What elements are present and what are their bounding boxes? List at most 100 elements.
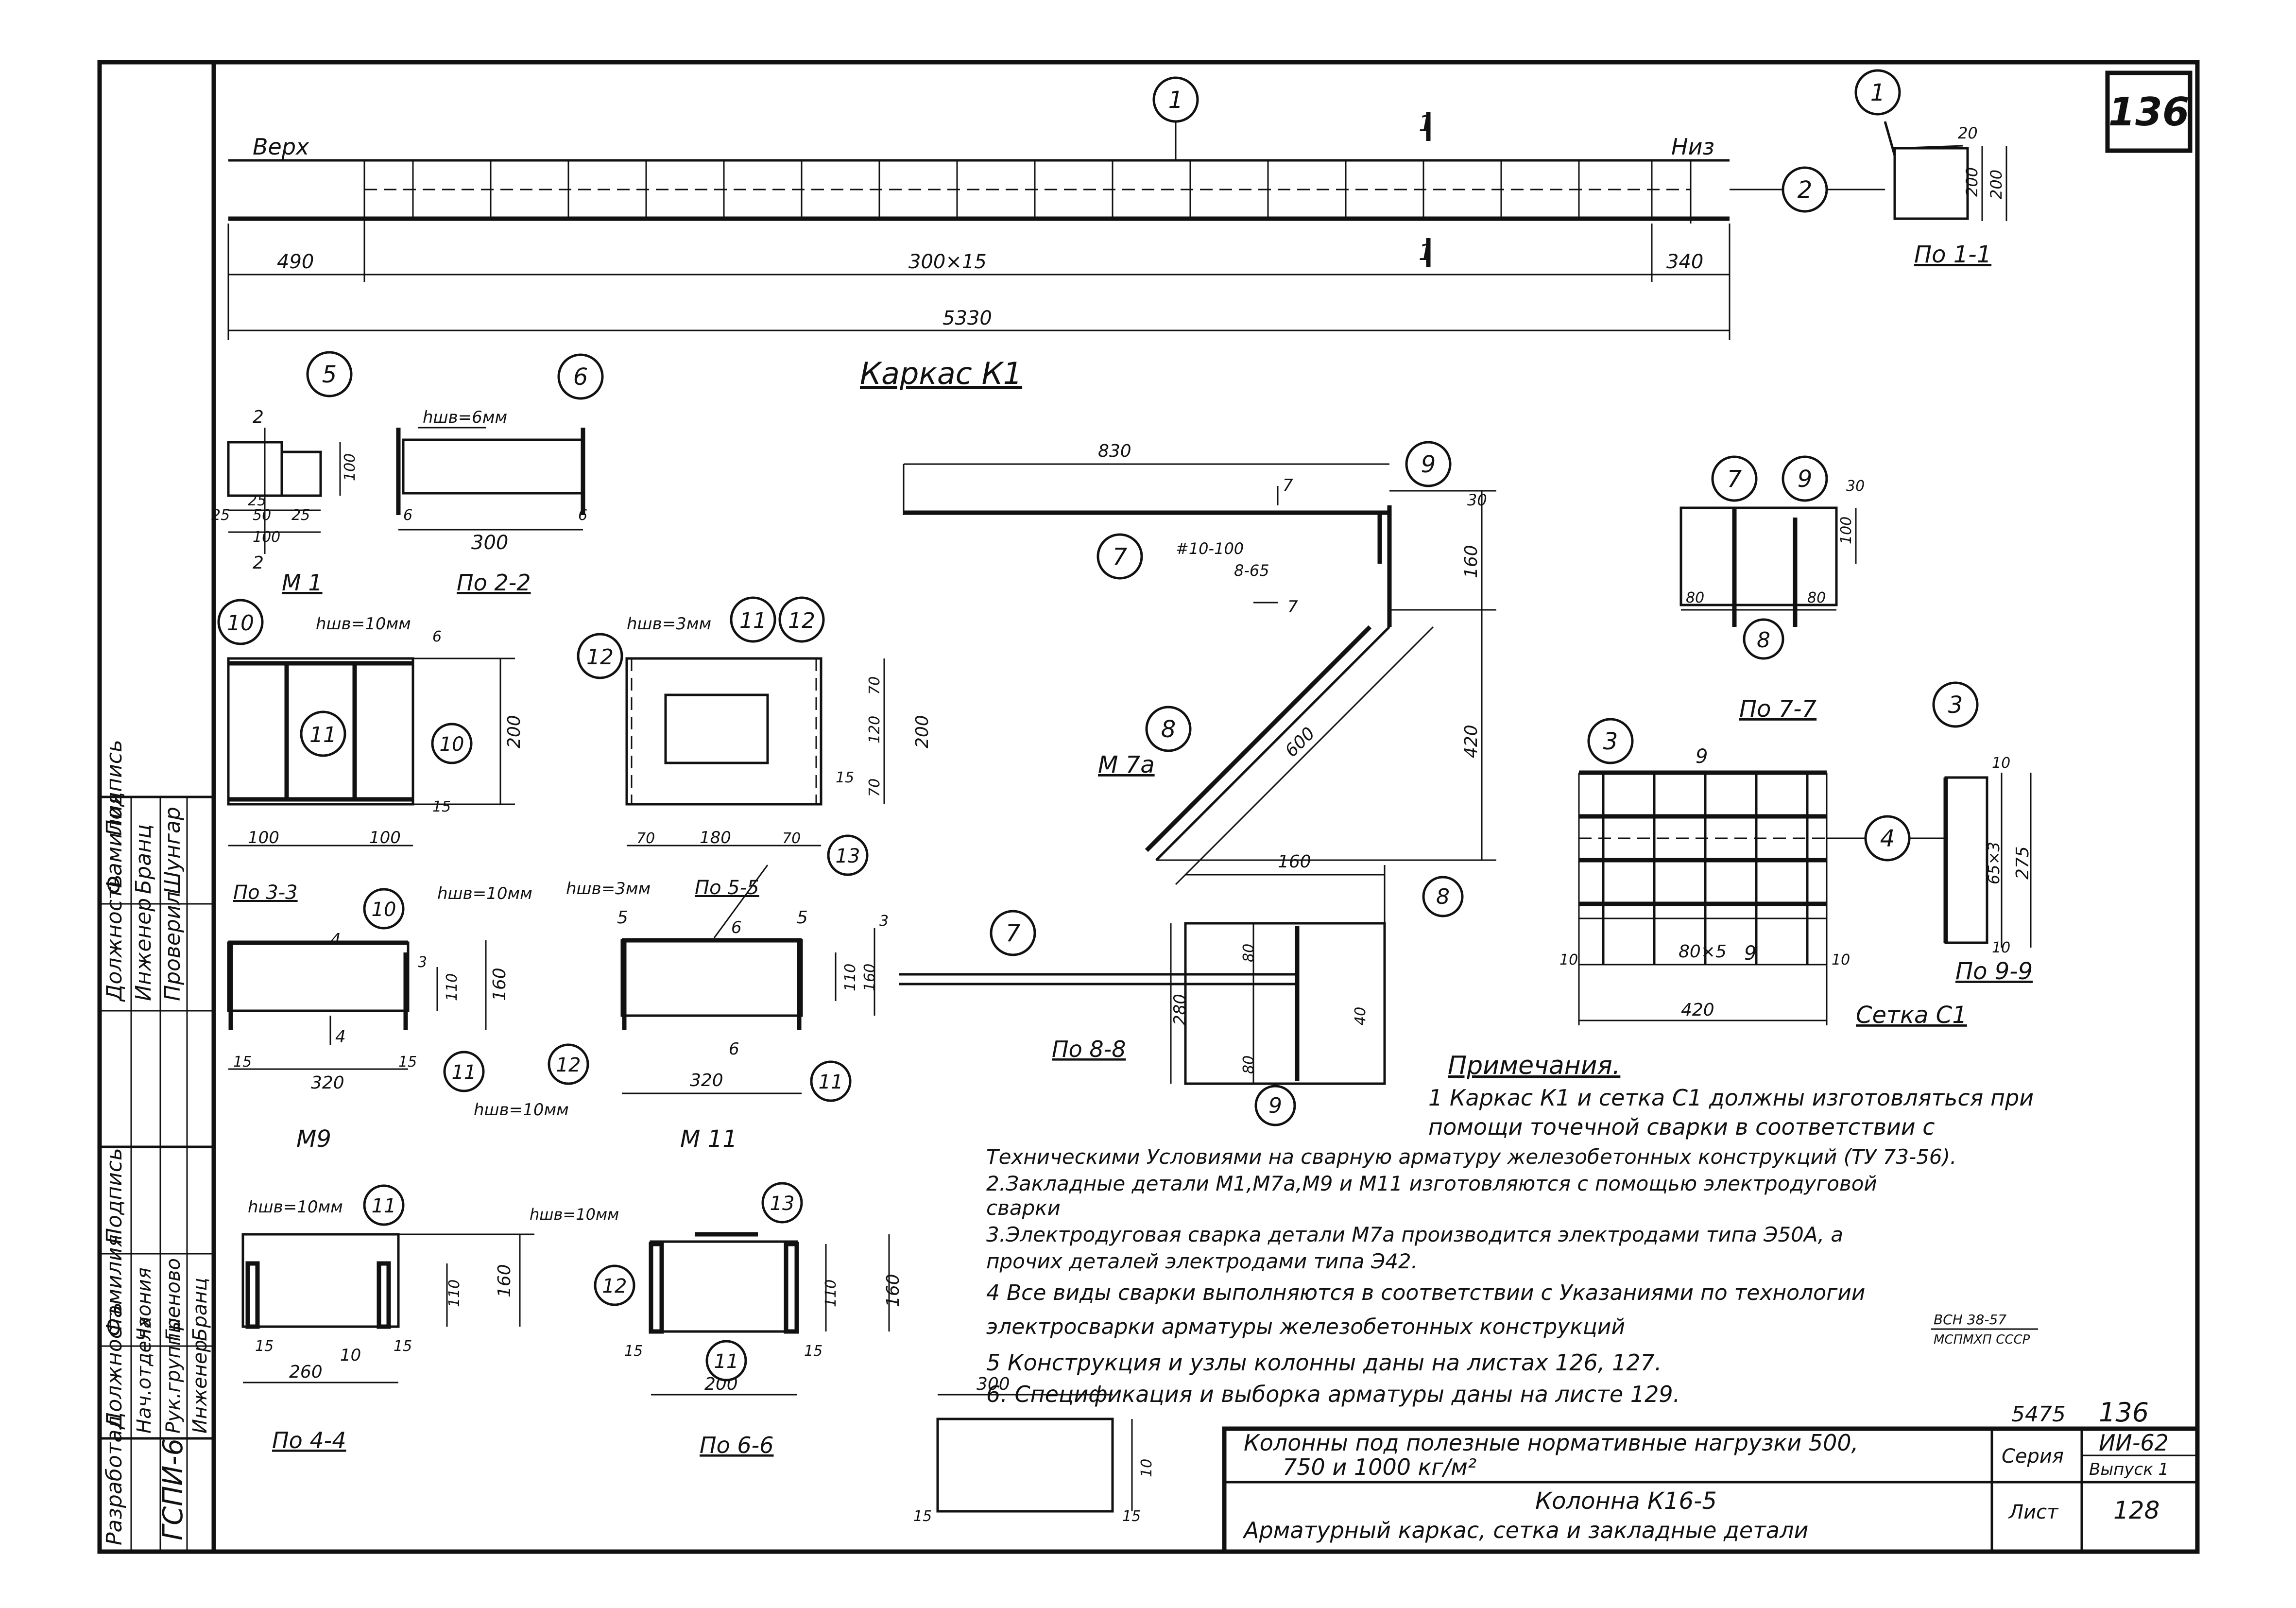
sheet-number: 136 — [2108, 89, 2190, 135]
title-line-3: Колонна К16-5 — [1535, 1487, 1717, 1515]
stamp-role-head: Нач.отдела — [133, 1316, 155, 1434]
m9-section-top: 4 — [330, 930, 341, 950]
note-line-6: 3.Электродуговая сварка детали М7а произ… — [986, 1223, 1843, 1246]
note-line-10: 5 Конструкция и узлы колонны даны на лис… — [986, 1349, 1662, 1376]
po-6-6-dim-e: 15 — [804, 1343, 822, 1360]
stamp-name-4: Греново — [162, 1258, 185, 1341]
po-1-1-callout: 1 — [1854, 69, 1901, 116]
plate-10-11-drawing — [227, 657, 515, 847]
svg-text:3: 3 — [1603, 728, 1618, 755]
stamp-post-header: Должность — [102, 875, 127, 1003]
po-8-8-drawing — [899, 865, 1386, 1085]
svg-text:10: 10 — [372, 899, 396, 921]
title-block: 5475 136 Колонны под полезные нормативны… — [1222, 1397, 2200, 1554]
po-8-8-dim-b: 280 — [1170, 994, 1190, 1025]
m7a-dim-top: 830 — [1098, 441, 1131, 461]
title-seria-label: Серия — [2002, 1445, 2064, 1468]
sheet-number-box — [2105, 70, 2193, 153]
stamp-name-5: Бранц — [189, 1278, 211, 1341]
svg-text:12: 12 — [602, 1275, 627, 1297]
plate-10-11-dim-e: 6 — [432, 628, 442, 645]
po-6-6-callout-13: 13 — [761, 1182, 803, 1224]
svg-text:11: 11 — [714, 1350, 739, 1373]
m11-section-label: По 5-5 — [695, 877, 759, 899]
svg-text:11: 11 — [372, 1195, 396, 1217]
po-9-9-dim-c: 275 — [2013, 846, 2033, 880]
m9-dim-f: 3 — [418, 954, 427, 971]
k1-bottom-label: Низ — [1671, 134, 1714, 160]
po-6-6-label: По 6-6 — [700, 1432, 774, 1458]
po-8-8-callout-8: 8 — [1422, 876, 1464, 917]
note-line-9: электросварки арматуры железобетонных ко… — [986, 1314, 1625, 1339]
setka-c1-section-top: 9 — [1696, 745, 1708, 768]
note-line-7: прочих деталей электродами типа Э42. — [986, 1249, 1418, 1273]
po-4-4-dim-f: 10 — [340, 1346, 361, 1365]
plate-10-11-callout-10b: 10 — [431, 723, 473, 764]
setka-c1-label: Сетка С1 — [1856, 1002, 1967, 1029]
po-2-2-end-a: 6 — [403, 507, 412, 524]
m7a-section-top: 7 — [1283, 476, 1293, 495]
setka-c1-drawing — [1578, 770, 1948, 1025]
setka-c1-section-bottom: 9 — [1744, 942, 1756, 965]
note-ref-bottom: МСПМХП СССР — [1934, 1332, 2030, 1347]
svg-text:8: 8 — [1161, 716, 1176, 743]
svg-text:1: 1 — [1168, 86, 1183, 114]
m9-weld: hшв=10мм — [437, 884, 532, 903]
po-2-2-label: По 2-2 — [457, 570, 531, 596]
m11-dim-a: 320 — [690, 1071, 723, 1090]
po-6-6-dim-b: 110 — [822, 1279, 840, 1307]
m11-drawing — [620, 865, 875, 1094]
po-6-6-callout-11: 11 — [705, 1340, 747, 1382]
plate-12-drawing — [625, 657, 885, 847]
m9-section-bottom: 4 — [335, 1027, 346, 1047]
m1-dim-d: 25 — [291, 507, 310, 524]
m9-dim-e: 15 — [398, 1054, 417, 1071]
k1-callout-2: 2 — [1782, 166, 1828, 213]
po-8-8-callout-9: 9 — [1254, 1085, 1296, 1126]
po-9-9-dim-b: 65×3 — [1985, 842, 2003, 884]
plate-12-callout-12b: 12 — [778, 596, 825, 643]
setka-c1-callout-3: 3 — [1587, 718, 1634, 764]
svg-text:8: 8 — [1757, 628, 1770, 653]
k1-section-mark-top: 1 — [1419, 110, 1433, 137]
title-line-4: Арматурный каркас, сетка и закладные дет… — [1242, 1517, 1808, 1543]
m9-drawing — [227, 940, 487, 1070]
plate-10-11-callout-11: 11 — [300, 710, 346, 757]
k1-dim-right: 340 — [1666, 251, 1703, 273]
plate-10-11-dim-c: 200 — [504, 715, 524, 748]
plate-12-callout-11: 11 — [730, 596, 776, 643]
m7a-bolt2: 8-65 — [1234, 561, 1269, 580]
k1-dim-mid: 300×15 — [908, 251, 987, 273]
m7a-drawing — [903, 463, 1496, 885]
svg-text:2: 2 — [1798, 176, 1813, 204]
stamp-name-3: Чхония — [133, 1267, 155, 1341]
title-line-1: Колонны под полезные нормативные нагрузк… — [1244, 1430, 1858, 1456]
setka-c1-dim-a: 80×5 — [1679, 942, 1727, 962]
po-8-8-dim-c: 80 — [1240, 944, 1257, 962]
po-9-9-dim-d: 10 — [1992, 939, 2010, 956]
plate-12-dim-f: 70 — [866, 778, 883, 797]
k1-top-label: Верх — [253, 134, 309, 160]
m11-dim-b: 160 — [861, 964, 878, 991]
sheet-frame — [97, 60, 2200, 1554]
m1-label: М 1 — [282, 570, 323, 596]
m9-section-label: По 3-3 — [233, 882, 298, 904]
svg-text:12: 12 — [788, 608, 815, 633]
po-7-7-dim-b: 80 — [1807, 589, 1826, 606]
svg-text:5: 5 — [322, 361, 337, 388]
m11-weld: hшв=3мм — [566, 879, 651, 899]
po-6-6-dim-c: 160 — [883, 1274, 903, 1307]
po-7-7-dim-c: 30 — [1846, 478, 1865, 495]
small-plate-dim-b: 10 — [1138, 1459, 1155, 1477]
po-1-1-label: По 1-1 — [1914, 241, 1991, 268]
svg-text:13: 13 — [836, 845, 860, 867]
po-4-4-drawing — [241, 1233, 534, 1383]
k1-section-mark-bottom: 1 — [1419, 239, 1433, 265]
po-9-9-drawing — [1943, 773, 2032, 948]
svg-text:12: 12 — [556, 1054, 581, 1076]
svg-text:4: 4 — [1880, 825, 1895, 852]
m7a-bolt: #10-100 — [1176, 539, 1244, 558]
m1-callout: 5 — [306, 351, 353, 398]
m11-callout-12: 12 — [548, 1043, 589, 1085]
po-2-2-callout: 6 — [557, 353, 604, 400]
